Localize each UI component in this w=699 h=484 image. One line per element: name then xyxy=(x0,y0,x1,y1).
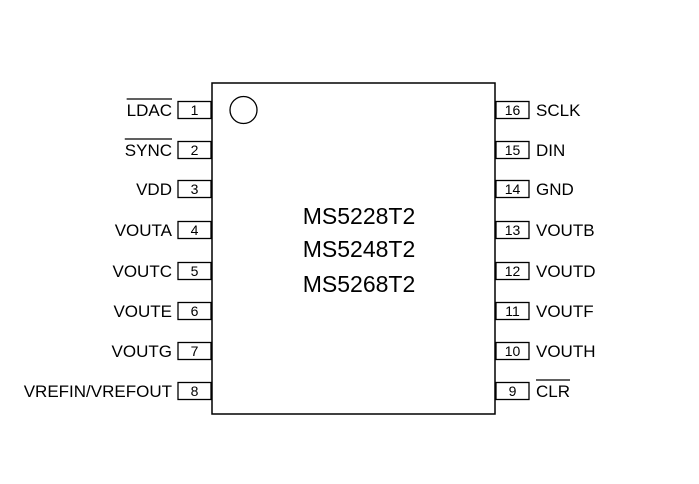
pin-name: CLR xyxy=(536,382,570,401)
right-pin-column: 16 SCLK 15 DIN 14 GND 13 VOUTB 12 VOUTD 11 VOUTF 10 V… xyxy=(495,100,596,401)
pin1-indicator-icon xyxy=(229,95,258,125)
pin-6-voute: 6 VOUTE xyxy=(113,301,212,321)
pin-name: VDD xyxy=(136,180,172,199)
pin-2-sync: 2 SYNC xyxy=(124,138,212,160)
pin-name: VOUTA xyxy=(115,221,173,240)
pin-number: 16 xyxy=(505,102,521,118)
pin-13-voutb: 13 VOUTB xyxy=(495,220,595,240)
pin-number: 7 xyxy=(191,343,199,359)
part-number-1: MS5228T2 xyxy=(303,203,416,229)
pin-number-box xyxy=(177,381,212,401)
pin-5-voutc: 5 VOUTC xyxy=(113,261,212,281)
pin-name: VOUTD xyxy=(536,262,596,281)
pin-1-ldac: 1 LDAC xyxy=(126,98,212,120)
pin-number-box xyxy=(177,100,212,120)
pin-number-box xyxy=(177,341,212,361)
pin-number-box xyxy=(177,220,212,240)
pin-number: 2 xyxy=(191,142,199,158)
pin-name: VOUTB xyxy=(536,221,595,240)
pin-name: VOUTC xyxy=(113,262,173,281)
pin-7-voutg: 7 VOUTG xyxy=(112,341,212,361)
pin-name: VREFIN/VREFOUT xyxy=(24,382,172,401)
pin-name: VOUTH xyxy=(536,342,596,361)
pin-name: SCLK xyxy=(536,101,581,120)
pin-number-box xyxy=(495,301,530,321)
pin-4-vouta: 4 VOUTA xyxy=(115,220,212,240)
pin-11-voutf: 11 VOUTF xyxy=(495,301,594,321)
pin-number-box xyxy=(177,140,212,160)
pin-number: 6 xyxy=(191,303,199,319)
pin-number-box xyxy=(177,261,212,281)
pin-name: SYNC xyxy=(125,141,172,160)
pin-number-box xyxy=(495,140,530,160)
pin-10-vouth: 10 VOUTH xyxy=(495,341,596,361)
pin-number: 1 xyxy=(191,102,199,118)
pin-14-gnd: 14 GND xyxy=(495,179,574,199)
pin-number: 15 xyxy=(505,142,521,158)
pin-number-box xyxy=(495,220,530,240)
pin-12-voutd: 12 VOUTD xyxy=(495,261,596,281)
pin-number: 10 xyxy=(505,343,521,359)
pin-name: DIN xyxy=(536,141,565,160)
pin-number-box xyxy=(495,341,530,361)
chip-body xyxy=(211,82,496,415)
pin-name: VOUTF xyxy=(536,302,594,321)
pin-name: GND xyxy=(536,180,574,199)
pin-number: 9 xyxy=(509,383,517,399)
pin-number-box xyxy=(495,381,530,401)
pin-name: LDAC xyxy=(127,101,172,120)
pin-number-box xyxy=(495,261,530,281)
pin-number-box xyxy=(177,179,212,199)
pin-number-box xyxy=(495,100,530,120)
pin-15-din: 15 DIN xyxy=(495,140,565,160)
pin-number: 4 xyxy=(191,222,199,238)
pin-number: 12 xyxy=(505,263,521,279)
pin-number: 13 xyxy=(505,222,521,238)
pin-number: 8 xyxy=(191,383,199,399)
pin-number: 3 xyxy=(191,181,199,197)
part-number-3: MS5268T2 xyxy=(303,271,416,297)
pin-8-vrefin-vrefout: 8 VREFIN/VREFOUT xyxy=(24,381,212,401)
pin-9-clr: 9 CLR xyxy=(495,379,571,401)
pin-16-sclk: 16 SCLK xyxy=(495,100,581,120)
pin-number: 5 xyxy=(191,263,199,279)
part-number-2: MS5248T2 xyxy=(303,236,416,262)
pin-number: 14 xyxy=(505,181,521,197)
pin-number-box xyxy=(495,179,530,199)
pin-3-vdd: 3 VDD xyxy=(136,179,212,199)
pin-number: 11 xyxy=(505,303,520,319)
pin-number-box xyxy=(177,301,212,321)
left-pin-column: 1 LDAC 2 SYNC 3 VDD 4 VOUTA 5 VOUTC 6 VOUTE 7 VOUTG 8 V… xyxy=(24,98,212,401)
pin-name: VOUTG xyxy=(112,342,172,361)
pin-name: VOUTE xyxy=(113,302,172,321)
